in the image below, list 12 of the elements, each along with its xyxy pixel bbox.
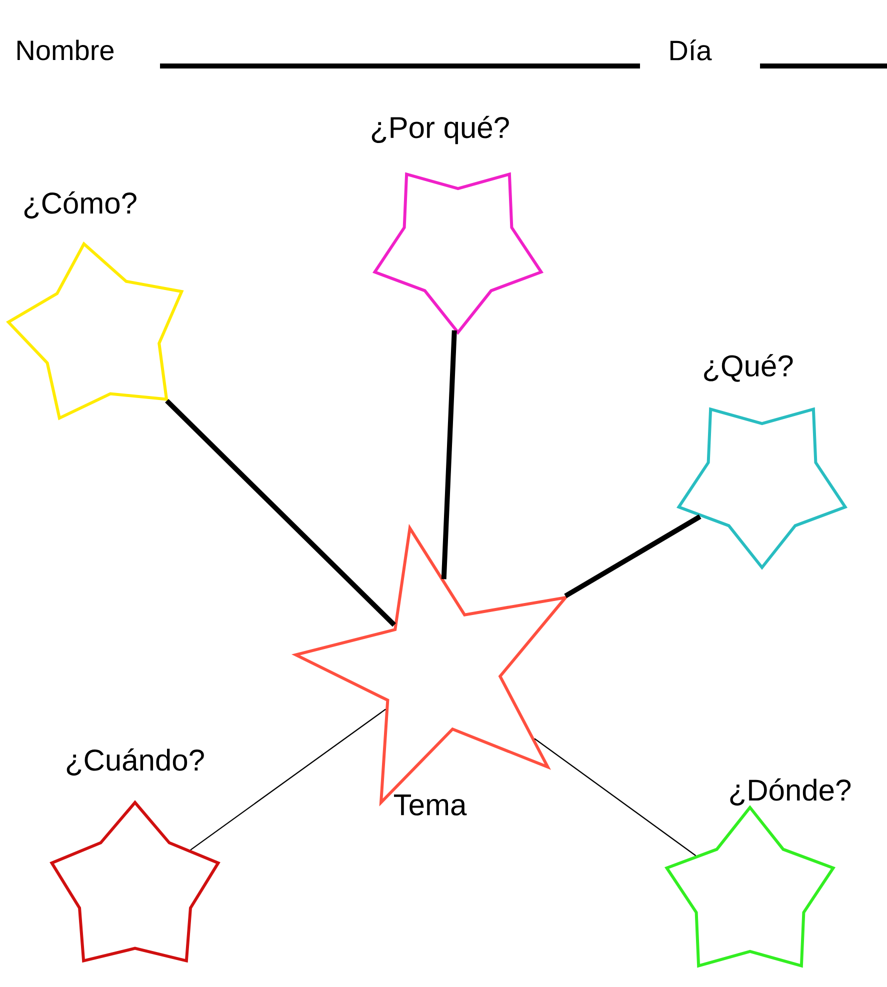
connector-line (441, 330, 457, 580)
star-heading: ¿Dónde? (730, 778, 851, 806)
star-heading: Tema (394, 794, 467, 816)
connector-line (564, 514, 702, 598)
star-heading: ¿Cuándo? (66, 748, 204, 776)
connector-line (190, 708, 386, 850)
field-label: Día (670, 40, 712, 60)
connector-line (534, 738, 696, 856)
star-heading: ¿Cómo? (24, 191, 136, 219)
star-heading: ¿Qué? (704, 354, 793, 382)
field-label: Nombre (18, 40, 114, 60)
star-heading: ¿Por qué? (372, 116, 509, 144)
